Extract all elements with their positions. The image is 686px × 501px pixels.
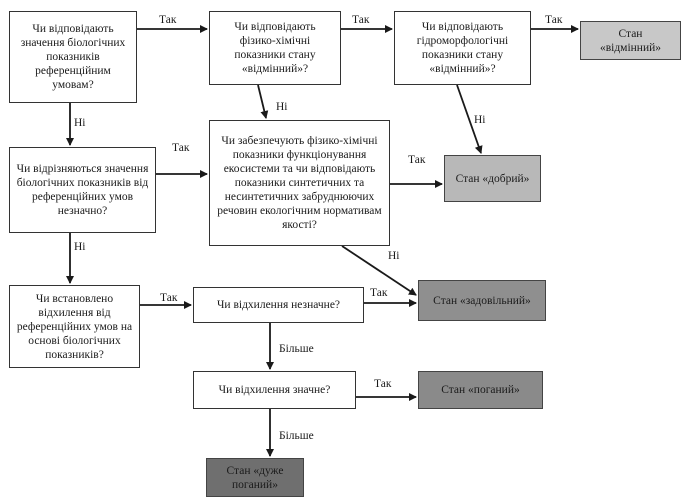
label-yes: Так xyxy=(370,287,388,299)
state-text: Стан «задовільний» xyxy=(433,294,531,307)
label-yes: Так xyxy=(352,14,370,26)
question-text: Чи відповідають значення біологічних пок… xyxy=(20,23,126,91)
question-deviation-significant: Чи відхилення значне? xyxy=(193,371,356,409)
question-bio-slight-diff: Чи відрізняються значення біологічних по… xyxy=(9,147,156,233)
question-text: Чи відповідають фізико-хімічні показники… xyxy=(234,21,316,75)
label-more: Більше xyxy=(279,430,314,442)
arrow-b5-s3 xyxy=(341,245,417,296)
state-text: Стан «дуже поганий» xyxy=(226,464,284,491)
label-yes: Так xyxy=(159,14,177,26)
label-yes: Так xyxy=(172,142,190,154)
label-no: Ні xyxy=(276,101,288,113)
state-satisfactory: Стан «задовільний» xyxy=(418,280,546,321)
question-reference-bio: Чи відповідають значення біологічних пок… xyxy=(9,11,137,103)
arrow-b3-s2 xyxy=(456,84,483,154)
label-no: Ні xyxy=(388,250,400,262)
question-text: Чи відхилення незначне? xyxy=(216,299,341,311)
label-no: Ні xyxy=(74,117,86,129)
state-text: Стан «відмінний» xyxy=(599,27,662,54)
question-text: Чи відхилення значне? xyxy=(218,384,331,396)
question-text: Чи встановлено відхилення від референцій… xyxy=(16,292,133,361)
state-text: Стан «поганий» xyxy=(441,384,520,396)
label-more: Більше xyxy=(279,343,314,355)
question-text: Чи відповідають гідроморфологічні показн… xyxy=(416,21,509,75)
question-hydromorph-excellent: Чи відповідають гідроморфологічні показн… xyxy=(394,11,531,85)
label-yes: Так xyxy=(160,292,178,304)
label-no: Ні xyxy=(474,114,486,126)
question-physchem-function: Чи забезпечують фізико-хімічні показники… xyxy=(209,120,390,246)
question-text: Чи відрізняються значення біологічних по… xyxy=(16,163,149,217)
label-yes: Так xyxy=(408,154,426,166)
label-yes: Так xyxy=(545,14,563,26)
question-text: Чи забезпечують фізико-хімічні показники… xyxy=(217,135,382,231)
arrow-b2-b5 xyxy=(257,84,269,119)
state-text: Стан «добрий» xyxy=(455,172,530,185)
state-poor: Стан «поганий» xyxy=(418,371,543,409)
question-deviation-established: Чи встановлено відхилення від референцій… xyxy=(9,285,140,368)
state-good: Стан «добрий» xyxy=(444,155,541,202)
state-very-poor: Стан «дуже поганий» xyxy=(206,458,304,497)
label-no: Ні xyxy=(74,241,86,253)
label-yes: Так xyxy=(374,378,392,390)
question-deviation-slight: Чи відхилення незначне? xyxy=(193,287,364,323)
state-excellent: Стан «відмінний» xyxy=(580,21,681,60)
question-physchem-excellent: Чи відповідають фізико-хімічні показники… xyxy=(209,11,341,85)
